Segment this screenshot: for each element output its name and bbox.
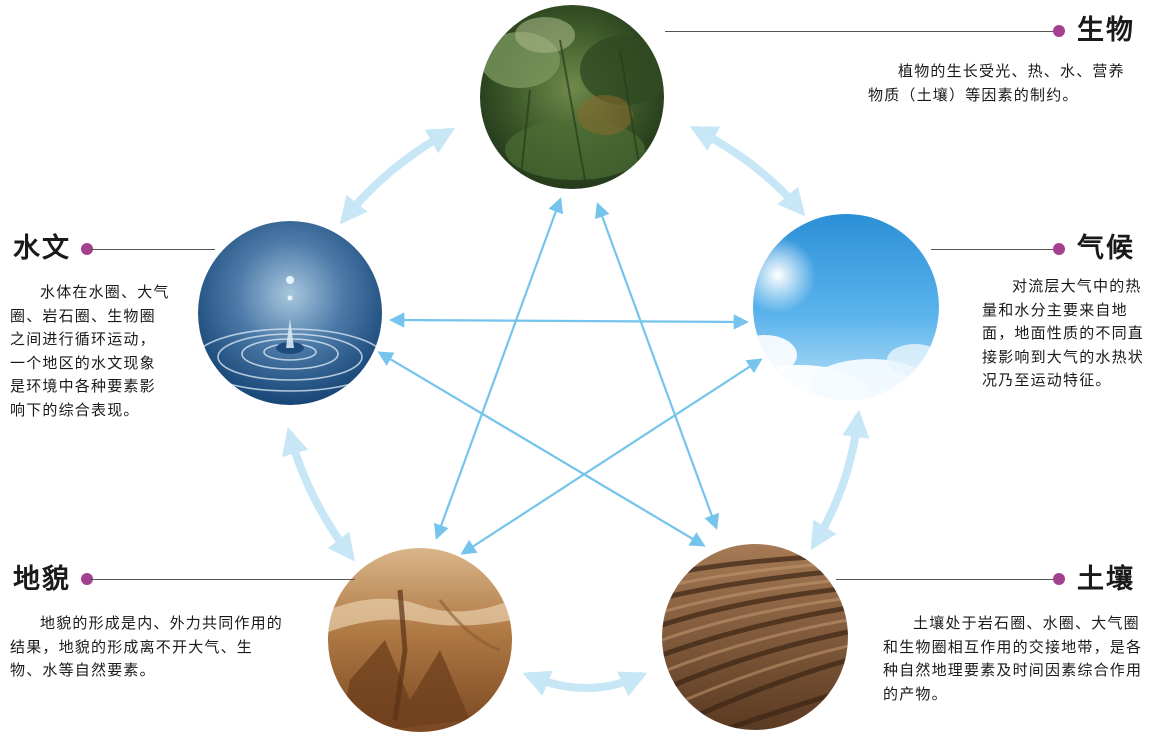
hydrology-description: 水体在水圈、大气圈、岩石圈、生物圈之间进行循环运动，一个地区的水文现象是环境中各… xyxy=(10,283,170,419)
biology-marker-dot xyxy=(1053,25,1065,37)
climate-marker-dot xyxy=(1053,243,1065,255)
climate-description: 对流层大气中的热量和水分主要来自地面，地面性质的不同直接影响到大气的水热状况乃至… xyxy=(982,277,1145,389)
climate-leader-line xyxy=(931,249,1056,250)
water-drop-ripple-photo xyxy=(198,221,382,405)
tropical-forest-photo xyxy=(480,5,664,189)
arrow-water-canyon xyxy=(281,427,355,562)
arrow-sky-soil xyxy=(810,409,870,550)
arrow-water-soil xyxy=(377,351,706,547)
arrow-sky-canyon xyxy=(460,358,763,555)
arrow-canyon-soil xyxy=(522,670,648,697)
landform-title: 地貌 xyxy=(13,564,71,595)
soil-description: 土壤处于岩石圈、水圈、大气圈和生物圈相互作用的交接地带，是各种自然地理要素及时间… xyxy=(883,614,1143,703)
soil-marker-dot xyxy=(1053,573,1065,585)
arrow-forest-water xyxy=(339,127,456,225)
arrow-water-sky xyxy=(388,312,750,330)
landform-description: 地貌的形成是内、外力共同作用的结果，地貌的形成离不开大气、生物、水等自然要素。 xyxy=(10,614,284,679)
landform-leader-line xyxy=(90,579,355,580)
blue-sky-clouds-photo xyxy=(753,214,939,400)
biology-leader-line xyxy=(665,31,1055,32)
plowed-field-photo xyxy=(662,544,848,730)
landform-marker-dot xyxy=(81,573,93,585)
arrow-forest-canyon xyxy=(433,197,564,540)
hydrology-leader-line xyxy=(90,249,215,250)
eroded-canyon-photo xyxy=(328,548,512,732)
arrow-forest-sky xyxy=(689,126,806,217)
hydrology-marker-dot xyxy=(81,243,93,255)
hydrology-title: 水文 xyxy=(13,233,71,264)
arrow-forest-soil xyxy=(595,202,719,530)
outer-arrows xyxy=(281,126,870,697)
soil-leader-line xyxy=(836,579,1056,580)
biology-title: 生物 xyxy=(1077,15,1135,46)
biology-description: 植物的生长受光、热、水、营养物质（土壤）等因素的制约。 xyxy=(868,62,1125,104)
soil-title: 土壤 xyxy=(1077,564,1135,595)
inner-arrows xyxy=(377,197,763,555)
climate-title: 气候 xyxy=(1077,233,1135,264)
